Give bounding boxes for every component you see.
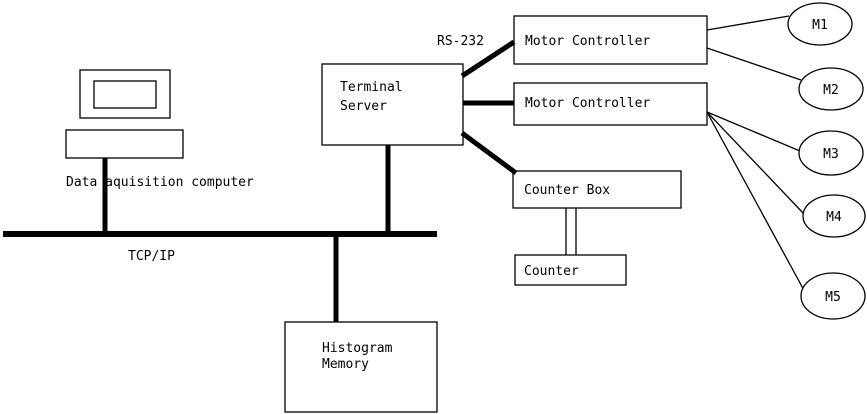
motor-controller-2-label: Motor Controller xyxy=(525,96,650,111)
link-motor-controller-2-to-m4 xyxy=(706,111,805,215)
motor-m4-ellipse xyxy=(802,194,866,238)
link-motor-controller-1-to-m1 xyxy=(706,15,790,31)
computer-base xyxy=(65,129,184,159)
motor-m3-label: M3 xyxy=(823,147,839,162)
motor-m4-label: M4 xyxy=(826,210,842,225)
rs232-link-label: RS-232 xyxy=(437,34,484,49)
terminal-server-label-line1: Terminal xyxy=(340,80,403,95)
motor-m3-ellipse xyxy=(798,130,864,176)
motor-m2-ellipse xyxy=(798,67,864,111)
counter-box xyxy=(514,254,627,286)
terminal-server-box xyxy=(321,63,464,146)
histogram-memory-box xyxy=(284,321,438,413)
terminal-server-label-line2: Server xyxy=(340,99,387,114)
counter-label: Counter xyxy=(524,264,579,279)
histogram-memory-label-line2: Memory xyxy=(322,357,369,372)
motor-m1-label: M1 xyxy=(812,18,828,33)
motor-m2-label: M2 xyxy=(823,83,839,98)
computer-monitor-screen xyxy=(93,80,157,109)
counter-box-label: Counter Box xyxy=(524,183,610,198)
motor-m1-ellipse xyxy=(787,2,853,46)
counter-box-box xyxy=(512,170,682,209)
motor-m5-ellipse xyxy=(800,272,866,320)
link-motor-controller-2-to-m3 xyxy=(706,111,801,152)
data-acquisition-computer-label: Data aquisition computer xyxy=(66,175,254,190)
link-motor-controller-2-to-m5 xyxy=(706,111,807,295)
tcpip-link-label: TCP/IP xyxy=(128,249,175,264)
motor-m5-label: M5 xyxy=(825,290,841,305)
motor-controller-1-box xyxy=(513,15,708,65)
histogram-memory-label-line1: Histogram xyxy=(322,341,393,356)
link-motor-controller-1-to-m2 xyxy=(706,47,802,81)
motor-controller-1-label: Motor Controller xyxy=(525,34,650,49)
link-terminal-server-to-counter-box xyxy=(460,130,518,176)
link-terminal-server-to-motor-controller-1 xyxy=(460,39,516,79)
